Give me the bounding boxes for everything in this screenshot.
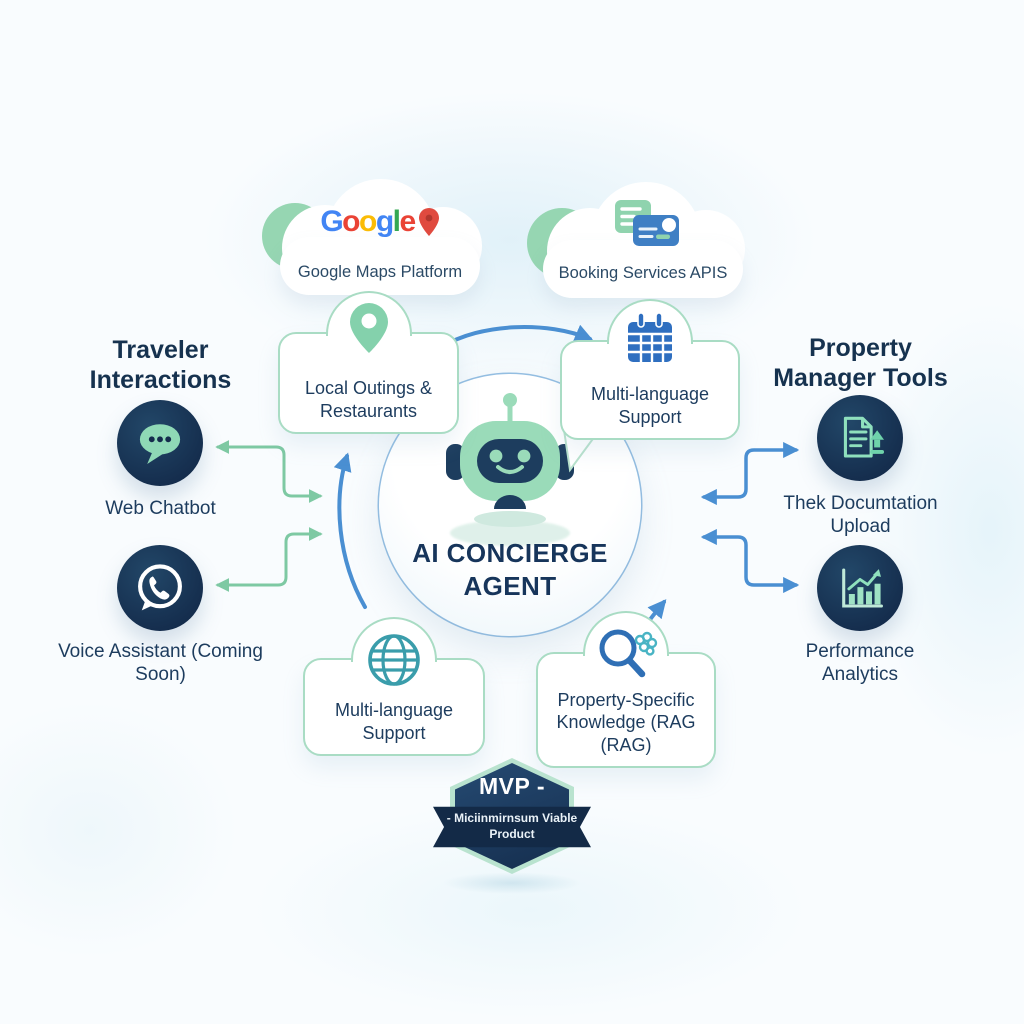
- feature-box-label: Multi-language Support: [334, 700, 454, 743]
- badge-title: MVP -: [479, 773, 545, 799]
- connector-voice-assistant: [215, 527, 323, 592]
- feature-box-multilanguage-bottom: Multi-language Support: [303, 617, 485, 756]
- search-brain-icon: [599, 629, 658, 678]
- performance-badge: [817, 545, 903, 631]
- connector-performance: [700, 528, 800, 594]
- arrow-left-up: [333, 452, 367, 609]
- bar-chart-icon: [842, 568, 883, 608]
- agent-title: AI CONCIERGE AGENT: [412, 538, 608, 601]
- whatsapp-icon: [138, 564, 182, 611]
- document-upload-icon: [843, 416, 884, 458]
- map-pin-red-icon: [418, 208, 439, 236]
- voice-assistant-label: Voice Assistant (Coming Soon): [58, 641, 263, 686]
- connector-doc-upload: [700, 441, 800, 506]
- web-chatbot-label: Web Chatbot: [105, 498, 216, 519]
- feature-box-multilanguage-top: Multi-language Support: [560, 299, 740, 440]
- voice-assistant-badge: [117, 545, 203, 631]
- robot-icon: [446, 393, 574, 527]
- cloud-booking-label: Booking Services APIS: [558, 264, 728, 282]
- feature-box-label: Multi-language Support: [590, 384, 710, 427]
- performance-label: Performance Analytics: [805, 641, 915, 686]
- feature-box-label: Local Outings & Restaurants: [304, 378, 433, 421]
- right-section-title: Property Manager Tools: [773, 334, 948, 392]
- feature-box-property-knowledge: Property-Specific Knowledge (RAG (RAG): [536, 611, 716, 768]
- cloud-google-label: Google Maps Platform: [297, 263, 463, 281]
- feature-box-label: Property-Specific Knowledge (RAG (RAG): [556, 689, 696, 755]
- map-pin-icon: [349, 303, 388, 353]
- doc-upload-label: Thek Documtation Upload: [783, 493, 938, 538]
- doc-upload-badge: [817, 395, 903, 481]
- connector-web-chatbot: [215, 440, 323, 503]
- web-chatbot-badge: [117, 400, 203, 486]
- booking-apis-icon: [615, 200, 679, 246]
- badge-ribbon: - Miciinmirnsum Viable Product: [433, 806, 591, 848]
- google-logo-text: Google: [320, 205, 416, 238]
- badge-subtitle: - Miciinmirnsum Viable Product: [446, 811, 578, 841]
- calendar-icon: [628, 312, 672, 362]
- mvp-badge: MVP - - Miciinmirnsum Viable Product: [433, 758, 591, 874]
- cloud-google-maps: Google Google Maps Platform: [262, 179, 482, 303]
- globe-icon: [368, 634, 420, 686]
- left-section-title: Traveler Interactions: [89, 336, 232, 394]
- chat-bubble-icon: [139, 424, 181, 465]
- cloud-booking-services: Booking Services APIS: [527, 182, 745, 306]
- feature-box-local-outings: Local Outings & Restaurants: [278, 291, 459, 434]
